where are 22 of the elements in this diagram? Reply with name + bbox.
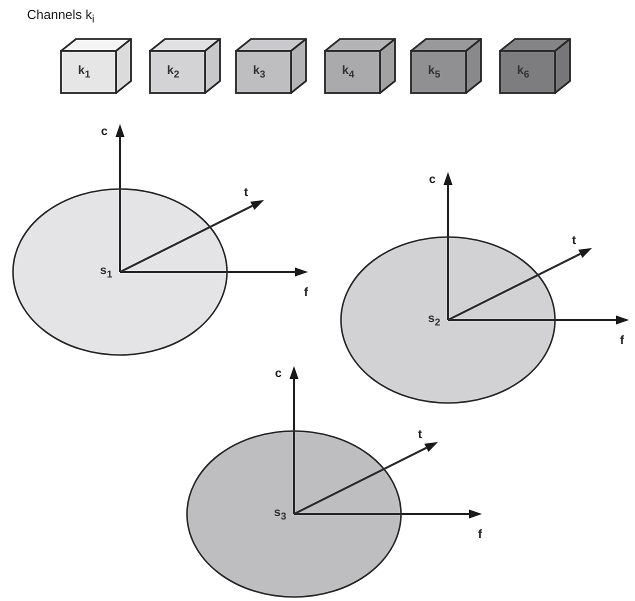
cube-label: k$_{1}$ bbox=[78, 64, 90, 80]
state-ellipse bbox=[186, 430, 402, 598]
origin-label: s$_{1}$ bbox=[100, 264, 112, 280]
axis-label: t bbox=[572, 234, 576, 246]
cube-label: k$_{5}$ bbox=[428, 64, 440, 80]
origin-label: s$_{2}$ bbox=[428, 312, 440, 328]
axis-label: c bbox=[429, 173, 436, 185]
axis-label: c bbox=[101, 125, 108, 137]
axis-label: f bbox=[304, 286, 308, 298]
axis-label: f bbox=[620, 334, 624, 346]
axis-label: c bbox=[275, 367, 282, 379]
axis-label: t bbox=[418, 428, 422, 440]
cube-label: k$_{4}$ bbox=[342, 64, 354, 80]
axis-label: f bbox=[478, 528, 482, 540]
state-ellipse bbox=[340, 236, 556, 404]
cube-label: k$_{3}$ bbox=[253, 64, 266, 80]
state-ellipse bbox=[12, 188, 228, 356]
origin-label: s$_{3}$ bbox=[274, 506, 286, 522]
cube-label: k$_{2}$ bbox=[167, 64, 180, 80]
diagram-title: Channels k$_{i}$ bbox=[27, 7, 94, 26]
cube-label: k$_{6}$ bbox=[517, 64, 530, 80]
axis-label: t bbox=[244, 186, 248, 198]
